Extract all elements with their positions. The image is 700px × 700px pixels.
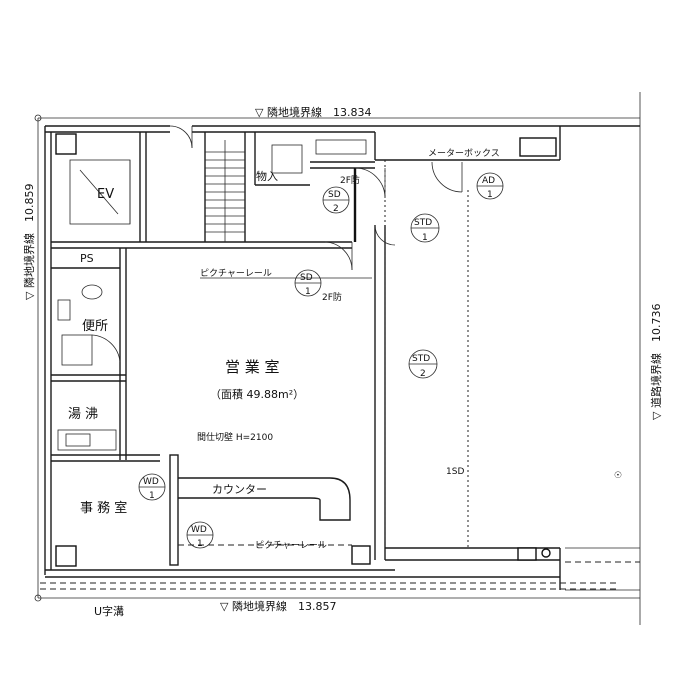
- boundary-right: ▽ 道路境界線 10.736: [649, 304, 663, 420]
- svg-text:SD: SD: [328, 190, 341, 200]
- svg-text:1: 1: [422, 233, 428, 243]
- office-label: 事 務 室: [80, 500, 127, 516]
- toilet-label: 便所: [82, 319, 108, 334]
- meter-box-label: メーターボックス: [428, 148, 500, 159]
- gutter-label: U字溝: [94, 604, 124, 618]
- svg-text:WD: WD: [143, 477, 159, 487]
- storage-label: 物入: [256, 169, 278, 183]
- fire-door-label-a: 2F防: [340, 174, 360, 186]
- main-room-label: 営 業 室: [225, 358, 280, 376]
- picture-rail-top: ピクチャーレール: [200, 268, 272, 279]
- svg-text:2: 2: [420, 369, 426, 379]
- boundary-left: ▽ 隣地境界線 10.859: [22, 184, 36, 300]
- svg-text:1: 1: [149, 491, 155, 501]
- right-edge: [565, 547, 640, 591]
- ev-label: EV: [97, 187, 114, 202]
- main-room-area: （面積 49.88m²）: [210, 387, 304, 401]
- svg-text:STD: STD: [414, 218, 432, 228]
- door-tag-wd-1b: WD 1: [186, 521, 214, 549]
- kitchen-label: 湯 沸: [68, 407, 98, 422]
- picture-rail-bottom: ピクチャーレール: [255, 540, 327, 551]
- columns: [55, 133, 557, 567]
- doors: [169, 125, 463, 271]
- svg-text:WD: WD: [191, 525, 207, 535]
- stair-core: [204, 132, 375, 242]
- svg-text:STD: STD: [412, 354, 430, 364]
- counter-label: カウンター: [212, 483, 267, 496]
- mark-left: 1SD: [446, 467, 464, 477]
- svg-text:SD: SD: [300, 273, 313, 283]
- u-gutter-line: [40, 582, 620, 590]
- partition-label: 間仕切壁 H=2100: [197, 431, 273, 443]
- door-tag-sd-1: SD 1: [294, 269, 322, 297]
- left-rooms: [51, 132, 305, 462]
- door-tag-sd-2: SD 2: [322, 186, 350, 214]
- door-tag-std-1: STD 1: [410, 213, 440, 243]
- door-tag-std-2: STD 2: [408, 349, 438, 379]
- door-tag-wd-1a: WD 1: [138, 473, 166, 501]
- site-boundary: [34, 92, 641, 625]
- svg-text:2: 2: [333, 204, 339, 214]
- svg-text:1: 1: [487, 190, 493, 200]
- fire-door-label-b: 2F防: [322, 291, 342, 303]
- counter-area: [169, 277, 372, 566]
- mark-right: ☉: [614, 471, 622, 481]
- svg-text:AD: AD: [482, 176, 495, 186]
- boundary-top: ▽ 隣地境界線 13.834: [255, 105, 371, 119]
- ps-label: PS: [80, 252, 94, 265]
- corridor-walls: [305, 160, 469, 560]
- door-tag-ad-1: AD 1: [476, 172, 504, 200]
- svg-text:1: 1: [305, 287, 311, 297]
- boundary-bottom: ▽ 隣地境界線 13.857: [220, 599, 336, 613]
- svg-text:1: 1: [197, 539, 203, 549]
